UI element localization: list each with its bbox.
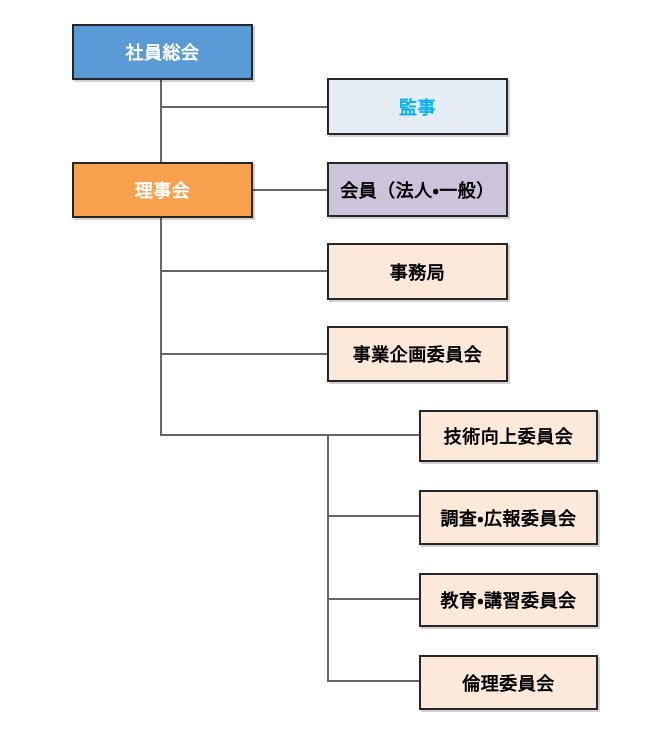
node-ethics-committee: 倫理委員会 <box>419 655 598 710</box>
node-technical-improvement-committee-label: 技術向上委員会 <box>443 427 574 448</box>
connector-to-research-pr <box>329 515 419 517</box>
node-members-label: 会員（法人・一般） <box>340 180 495 202</box>
node-business-planning-committee-label: 事業企画委員会 <box>352 345 483 366</box>
connector-to-business-planning <box>161 353 327 355</box>
connector-to-ethics <box>329 680 419 682</box>
node-business-planning-committee: 事業企画委員会 <box>327 326 508 382</box>
node-board-of-directors-label: 理事会 <box>134 181 191 202</box>
connector-to-auditor <box>161 106 327 108</box>
connector-main-vertical <box>160 80 162 436</box>
connector-to-members <box>253 189 327 191</box>
node-education-training-committee: 教育・講習委員会 <box>419 573 598 627</box>
node-secretariat: 事務局 <box>327 243 508 300</box>
node-board-of-directors: 理事会 <box>72 162 253 218</box>
connector-to-technical <box>161 434 419 436</box>
node-secretariat-label: 事務局 <box>389 262 446 284</box>
connector-to-secretariat <box>161 270 327 272</box>
node-ethics-committee-label: 倫理委員会 <box>462 673 555 695</box>
node-education-training-committee-label: 教育・講習委員会 <box>440 591 577 612</box>
node-general-meeting-label: 社員総会 <box>125 43 200 64</box>
connector-to-education <box>329 598 419 600</box>
node-auditor: 監事 <box>327 78 508 135</box>
node-technical-improvement-committee: 技術向上委員会 <box>419 410 598 462</box>
connector-sub-vertical <box>327 434 329 682</box>
node-research-pr-committee-label: 調査・広報委員会 <box>440 508 577 530</box>
node-research-pr-committee: 調査・広報委員会 <box>419 490 598 545</box>
node-general-meeting: 社員総会 <box>72 24 253 80</box>
node-members: 会員（法人・一般） <box>327 162 508 217</box>
node-auditor-label: 監事 <box>399 97 436 119</box>
